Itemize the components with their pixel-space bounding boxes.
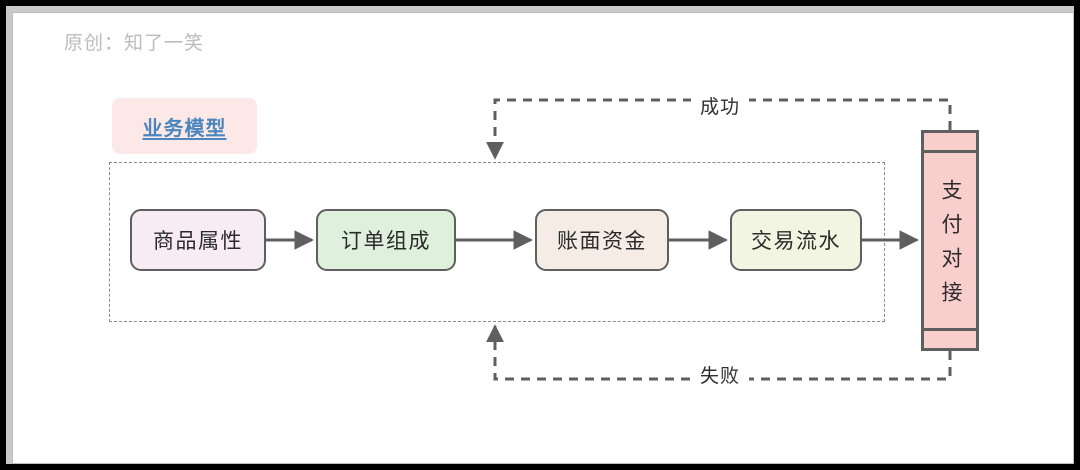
node-product-attribute[interactable]: 商品属性 xyxy=(130,209,266,271)
business-model-badge-label: 业务模型 xyxy=(142,117,227,140)
node-transaction-flow-label: 交易流水 xyxy=(751,230,841,253)
node-order-composition-label: 订单组成 xyxy=(341,230,431,253)
node-order-composition[interactable]: 订单组成 xyxy=(316,209,456,271)
diagram-canvas: 原创：知了一笑 业务模型 商品属性 订单组成 账面资金 交易流水 支付对接 xyxy=(6,6,1074,464)
node-product-attribute-label: 商品属性 xyxy=(153,230,243,253)
edge-label-success: 成功 xyxy=(691,92,750,119)
node-book-funds[interactable]: 账面资金 xyxy=(535,209,669,271)
node-payment-integration-label: 支付对接 xyxy=(939,179,962,315)
node-transaction-flow[interactable]: 交易流水 xyxy=(730,209,862,271)
credit-text: 原创：知了一笑 xyxy=(64,33,205,54)
node-payment-integration[interactable]: 支付对接 xyxy=(921,130,979,351)
business-group-container xyxy=(109,162,885,322)
edge-label-failure: 失败 xyxy=(691,361,750,388)
node-book-funds-label: 账面资金 xyxy=(557,230,647,253)
business-model-badge[interactable]: 业务模型 xyxy=(112,98,257,154)
